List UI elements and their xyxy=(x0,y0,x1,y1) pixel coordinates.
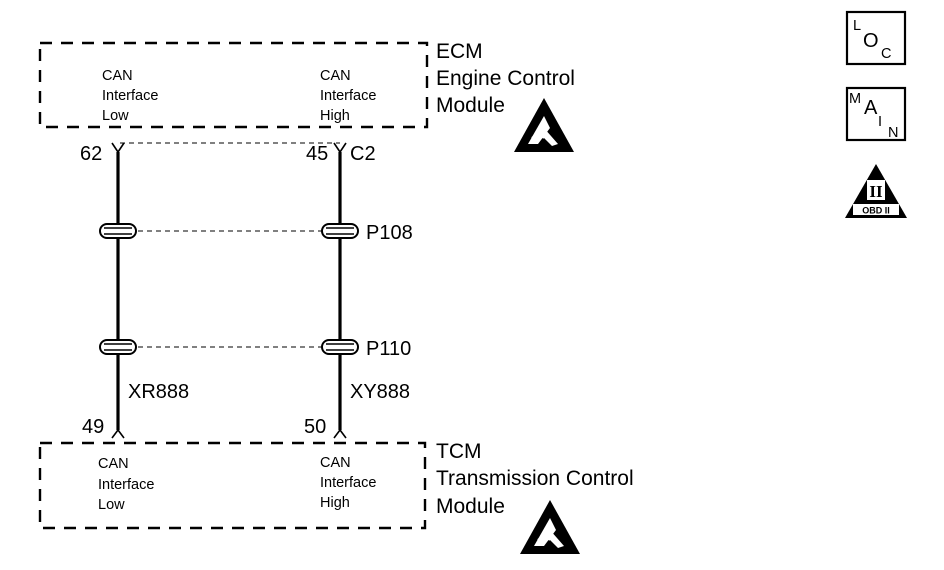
inline-connector-p108: P108 xyxy=(99,222,413,244)
inline-connector-p110: P110 xyxy=(99,338,411,360)
obd-ii-icon: II OBD II xyxy=(845,164,907,218)
tcm-pins: 49 50 xyxy=(82,416,347,439)
obd-numeral: II xyxy=(869,182,883,201)
ecm-low-label-2: Interface xyxy=(102,88,158,104)
tcm-module: CAN Interface Low CAN Interface High TCM… xyxy=(38,440,634,554)
loc-icon: L O C xyxy=(845,10,907,66)
ecm-low-label-1: CAN xyxy=(102,68,133,84)
esd-icon xyxy=(514,98,574,152)
ecm-pin-62: 62 xyxy=(80,143,102,165)
ecm-dashed-outline xyxy=(38,41,429,129)
tcm-low-label-2: Interface xyxy=(98,477,154,493)
tcm-high-label-1: CAN xyxy=(320,455,351,471)
main-letter-m: M xyxy=(849,91,861,107)
ecm-name-line2: Module xyxy=(436,94,505,117)
ecm-high-label-1: CAN xyxy=(320,68,351,84)
tcm-high-label-2: Interface xyxy=(320,475,376,491)
tcm-low-label-3: Low xyxy=(98,497,125,513)
connector-c2-label: C2 xyxy=(350,143,376,165)
ecm-low-label-3: Low xyxy=(102,108,129,124)
main-letter-i: I xyxy=(878,114,882,130)
p108-label: P108 xyxy=(366,222,413,244)
pin-45-terminal xyxy=(333,142,347,154)
p110-low-terminal xyxy=(99,339,137,355)
ecm-high-label-2: Interface xyxy=(320,88,376,104)
main-icon: M A I N xyxy=(845,86,907,142)
tcm-pin-49: 49 xyxy=(82,416,104,438)
main-letter-a: A xyxy=(864,97,878,119)
p108-high-terminal xyxy=(321,223,359,239)
main-letter-n: N xyxy=(888,125,898,141)
tcm-name-line1: Transmission Control xyxy=(436,467,634,490)
esd-icon xyxy=(520,500,580,554)
p110-high-terminal xyxy=(321,339,359,355)
loc-letter-c: C xyxy=(881,46,891,62)
wire-high-name: XY888 xyxy=(350,381,410,403)
ecm-high-label-3: High xyxy=(320,108,350,124)
ecm-pin-45: 45 xyxy=(306,143,328,165)
pin-62-terminal xyxy=(111,142,125,154)
tcm-low-label-1: CAN xyxy=(98,456,129,472)
p110-label: P110 xyxy=(366,338,411,360)
tcm-pin-50: 50 xyxy=(304,416,326,438)
ecm-name-line1: Engine Control xyxy=(436,67,575,90)
tcm-code: TCM xyxy=(436,440,482,463)
obd-text: OBD II xyxy=(862,206,890,216)
ecm-module: CAN Interface Low CAN Interface High ECM… xyxy=(38,40,575,152)
pin-49-terminal xyxy=(111,428,125,439)
loc-letter-l: L xyxy=(853,18,861,34)
pin-50-terminal xyxy=(333,428,347,439)
tcm-high-label-3: High xyxy=(320,495,350,511)
p108-low-terminal xyxy=(99,223,137,239)
tcm-name-line2: Module xyxy=(436,495,505,518)
ecm-code: ECM xyxy=(436,40,483,63)
tcm-dashed-outline xyxy=(38,441,427,530)
loc-letter-o: O xyxy=(863,30,879,52)
ecm-connector-c2: 62 45 C2 xyxy=(80,142,376,165)
wire-low-name: XR888 xyxy=(128,381,189,403)
